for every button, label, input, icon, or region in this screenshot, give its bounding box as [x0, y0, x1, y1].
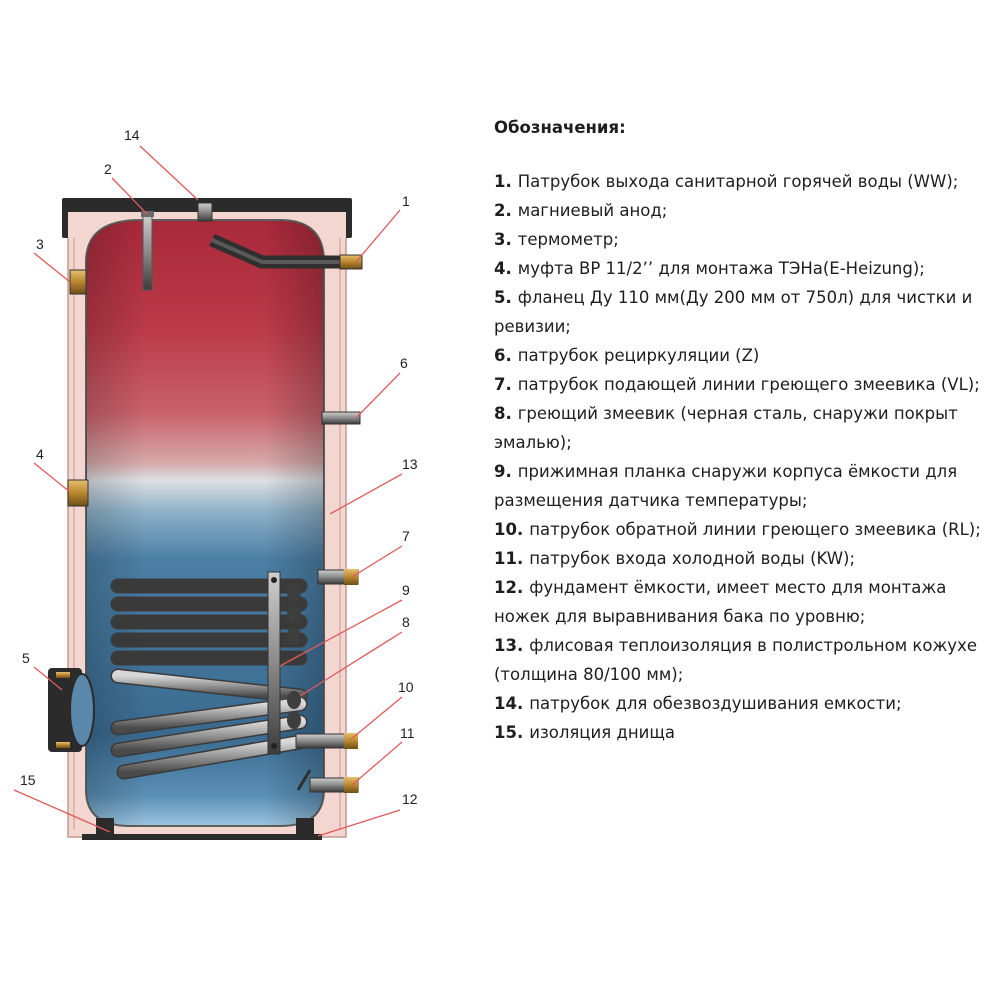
- leader-line-8: [299, 631, 403, 697]
- hot-water-outlet-fitting: [339, 254, 363, 270]
- legend-item: 8.греющий змеевик (черная сталь, снаружи…: [494, 399, 994, 457]
- legend-item: 14. патрубок для обезвоздушивания емкости…: [494, 689, 994, 718]
- legend-item-number: 7.: [494, 375, 512, 394]
- legend-item-text: муфта ВР 11/2’’ для монтажа ТЭНа(E-Heizu…: [517, 259, 925, 278]
- leader-line-10: [349, 696, 403, 741]
- legend-item: 9.прижимная планка снаружи корпуса ёмкос…: [494, 457, 994, 515]
- legend-item-number: 13.: [494, 636, 524, 655]
- callout-4: 4: [36, 446, 44, 462]
- legend-item-number: 10.: [494, 520, 524, 539]
- legend-item-number: 12.: [494, 578, 524, 597]
- legend-item-number: 3.: [494, 230, 512, 249]
- leader-line-7: [351, 545, 403, 578]
- legend-item-text: магниевый анод;: [517, 201, 668, 220]
- leader-line-14: [139, 145, 199, 201]
- legend-item-text: фундамент ёмкости, имеет место для монта…: [494, 578, 947, 626]
- legend-item-text: греющий змеевик (черная сталь, снаружи п…: [494, 404, 958, 452]
- callout-numbers: 14 2 1 3 6 4 13 7 9 8 5 10 11 15 12: [20, 127, 418, 807]
- leader-lines: [13, 145, 403, 837]
- callout-12: 12: [402, 791, 418, 807]
- callout-1: 1: [402, 193, 410, 209]
- legend-item-text: патрубок рециркуляции (Z): [517, 346, 760, 365]
- heater-socket: [67, 479, 89, 507]
- leader-line-13: [329, 473, 403, 515]
- legend-item-text: патрубок обратной линии греющего змеевик…: [529, 520, 981, 539]
- callout-9: 9: [402, 582, 410, 598]
- legend-item-text: изоляция днища: [529, 723, 675, 742]
- legend-item-text: термометр;: [517, 230, 619, 249]
- legend-item-number: 1.: [494, 172, 512, 191]
- callout-8: 8: [402, 614, 410, 630]
- flange-opening: [69, 673, 95, 747]
- legend-item: 13.флисовая теплоизоляция в полистрольно…: [494, 631, 994, 689]
- legend-item-number: 9.: [494, 462, 512, 481]
- legend-item: 7. патрубок подающей линии греющего змеев…: [494, 370, 994, 399]
- legend-item-text: патрубок входа холодной воды (KW);: [529, 549, 856, 568]
- callout-13: 13: [402, 456, 418, 472]
- legend-list: 1. Патрубок выхода санитарной горячей вод…: [494, 167, 994, 747]
- legend-title: Обозначения:: [494, 118, 626, 137]
- callout-5: 5: [22, 650, 30, 666]
- leader-line-6: [355, 372, 401, 419]
- callout-14: 14: [124, 127, 140, 143]
- callout-7: 7: [402, 528, 410, 544]
- legend-item-number: 15.: [494, 723, 524, 742]
- callout-2: 2: [104, 161, 112, 177]
- legend-item: 5.фланец Ду 110 мм(Ду 200 мм от 750л) дл…: [494, 283, 994, 341]
- legend-item-text: флисовая теплоизоляция в полистрольном к…: [494, 636, 977, 684]
- legend-item-number: 8.: [494, 404, 512, 423]
- legend-item-text: патрубок для обезвоздушивания емкости;: [529, 694, 902, 713]
- water-heater-diagram: 14 2 1 3 6 4 13 7 9 8 5 10 11 15 12: [13, 127, 418, 840]
- legend-item: 12.фундамент ёмкости, имеет место для мо…: [494, 573, 994, 631]
- legend-item-number: 4.: [494, 259, 512, 278]
- leader-line-2: [111, 177, 148, 215]
- legend-item-number: 2.: [494, 201, 512, 220]
- callout-10: 10: [398, 679, 414, 695]
- callout-3: 3: [36, 236, 44, 252]
- leader-line-5: [33, 666, 63, 691]
- legend-item-text: патрубок подающей линии греющего змеевик…: [517, 375, 980, 394]
- base-plate: [82, 834, 322, 840]
- legend-item-number: 5.: [494, 288, 512, 307]
- thermometer: [69, 269, 87, 295]
- leader-line-3: [33, 252, 71, 283]
- leader-line-9: [279, 599, 403, 667]
- leader-line-1: [355, 209, 401, 263]
- leader-line-15: [13, 789, 111, 833]
- legend-item: 10. патрубок обратной линии греющего змее…: [494, 515, 994, 544]
- legend-item: 3. термометр;: [494, 225, 994, 254]
- callout-15: 15: [20, 772, 36, 788]
- legend-item: 1. Патрубок выхода санитарной горячей вод…: [494, 167, 994, 196]
- leader-line-12: [317, 809, 401, 837]
- legend-item-number: 14.: [494, 694, 524, 713]
- sensor-clamp-strip: [267, 571, 281, 755]
- legend-item: 6. патрубок рециркуляции (Z): [494, 341, 994, 370]
- legend-item-number: 11.: [494, 549, 524, 568]
- leader-line-11: [351, 741, 403, 786]
- leader-line-4: [33, 462, 71, 493]
- legend-item: 4. муфта ВР 11/2’’ для монтажа ТЭНа(E-Hei…: [494, 254, 994, 283]
- magnesium-anode: [142, 213, 153, 291]
- legend-panel: Обозначения: 1. Патрубок выхода санитарно…: [494, 118, 994, 747]
- legend-item: 2. магниевый анод;: [494, 196, 994, 225]
- cold-water-inlet-pipe: [296, 769, 312, 791]
- legend-item-text: Патрубок выхода санитарной горячей воды …: [517, 172, 959, 191]
- recirculation-fitting: [321, 411, 361, 425]
- legend-item-number: 6.: [494, 346, 512, 365]
- legend-item: 15. изоляция днища: [494, 718, 994, 747]
- callout-11: 11: [400, 725, 415, 741]
- callout-6: 6: [400, 355, 408, 371]
- legend-item-text: фланец Ду 110 мм(Ду 200 мм от 750л) для …: [494, 288, 973, 336]
- legend-item-text: прижимная планка снаружи корпуса ёмкости…: [494, 462, 958, 510]
- vent-fitting: [197, 202, 213, 222]
- legend-item: 11. патрубок входа холодной воды (KW);: [494, 544, 994, 573]
